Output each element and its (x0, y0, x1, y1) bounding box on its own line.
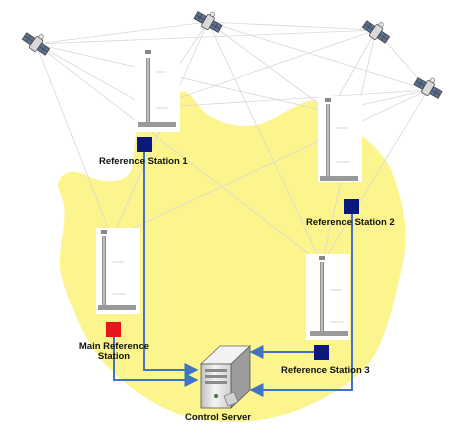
reference-station-3-marker (314, 345, 329, 360)
antenna-mast-icon (135, 48, 180, 132)
reference-station-1-marker (137, 137, 152, 152)
main-reference-station-marker (106, 322, 121, 337)
connectors (113, 152, 353, 397)
reference-station-3-label: Reference Station 3 (281, 365, 370, 376)
connector-station2-server (249, 214, 353, 397)
satellite-icon (192, 4, 227, 36)
reference-station-2-marker (344, 199, 359, 214)
connector-main-station-server (113, 337, 199, 387)
main-reference-station-label-line1: Main Reference (78, 341, 150, 352)
main-reference-station-label: Main Reference Station (70, 342, 158, 362)
server-icon (199, 345, 252, 409)
satellite-icon (412, 70, 447, 102)
main-reference-station-label-line2: Station (97, 351, 131, 362)
antenna-mast-icon (306, 254, 350, 340)
connector-station1-server (143, 152, 199, 377)
antenna-mast-icon (318, 96, 362, 182)
reference-station-1-label: Reference Station 1 (99, 156, 188, 167)
reference-station-2-label: Reference Station 2 (306, 217, 395, 228)
control-server-label: Control Server (185, 412, 251, 423)
antenna-mast-icon (96, 228, 140, 314)
